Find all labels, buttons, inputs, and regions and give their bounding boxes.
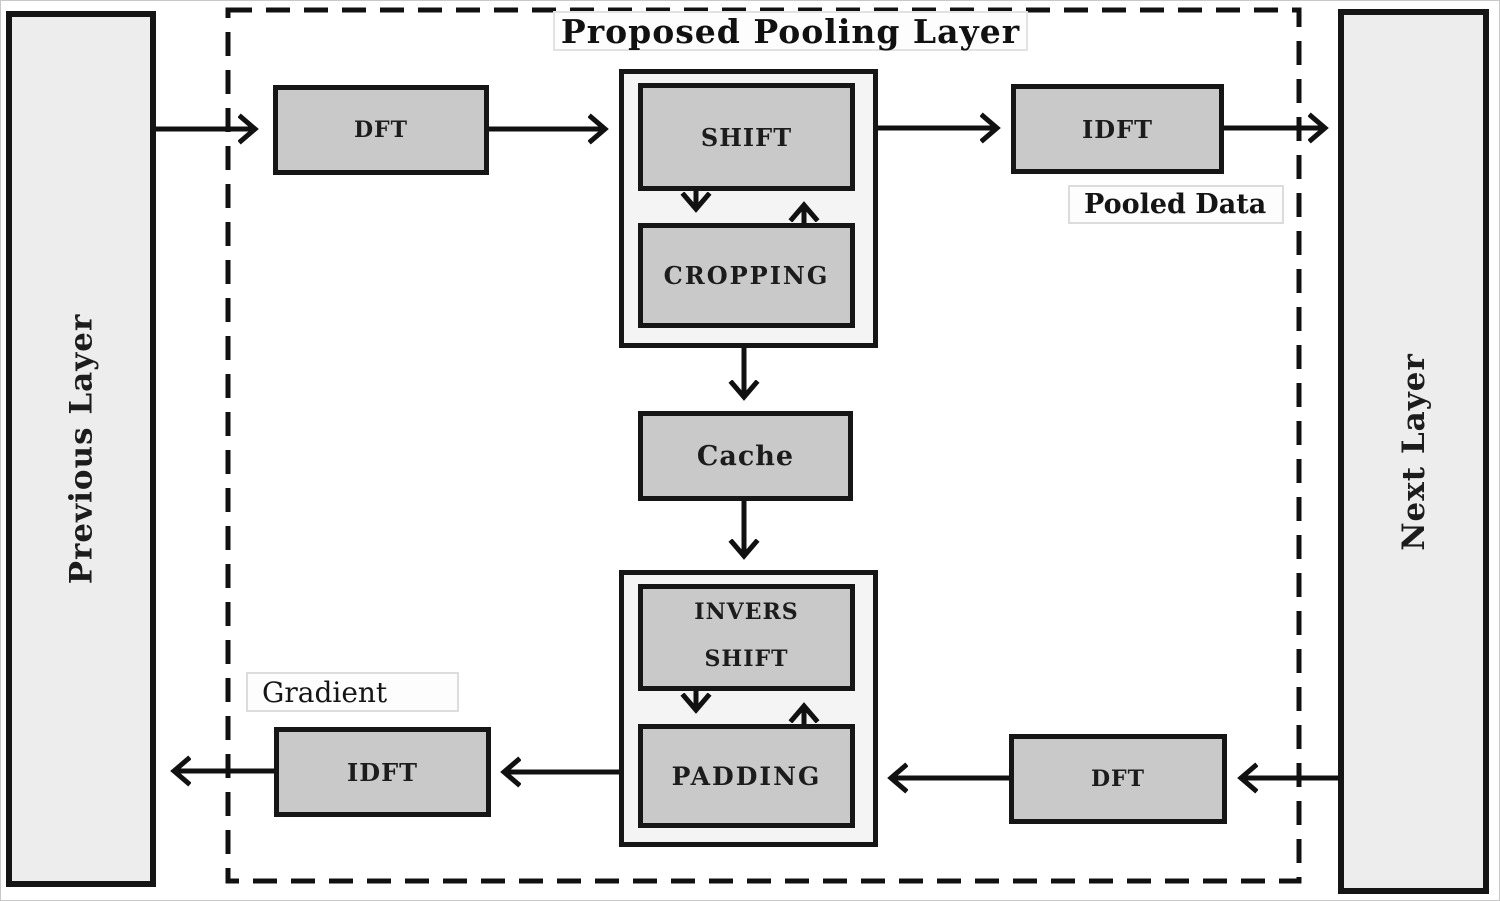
dft-backward-block: DFT — [1009, 734, 1227, 824]
inverse-shift-line1: INVERS — [694, 599, 799, 625]
next-layer-label: Next Layer — [1395, 352, 1432, 551]
dft-forward-block: DFT — [273, 85, 489, 175]
pooled-data-label: Pooled Data — [1068, 185, 1284, 224]
inverse-shift-block: INVERS SHIFT — [638, 584, 855, 691]
idft-backward-block: IDFT — [274, 727, 491, 817]
padding-block: PADDING — [638, 724, 855, 828]
idft-forward-block: IDFT — [1011, 84, 1224, 174]
shift-block: SHIFT — [638, 83, 855, 191]
gradient-label: Gradient — [246, 672, 459, 712]
previous-layer-panel: Previous Layer — [6, 11, 156, 887]
cache-block: Cache — [638, 411, 853, 501]
inverse-shift-line2: SHIFT — [704, 646, 789, 672]
cropping-block: CROPPING — [638, 223, 855, 328]
next-layer-panel: Next Layer — [1338, 9, 1489, 894]
diagram-title: Proposed Pooling Layer — [553, 11, 1028, 51]
shift-cropping-group: SHIFT CROPPING — [619, 69, 878, 348]
inverse-shift-padding-group: INVERS SHIFT PADDING — [619, 570, 878, 847]
previous-layer-label: Previous Layer — [63, 313, 100, 585]
